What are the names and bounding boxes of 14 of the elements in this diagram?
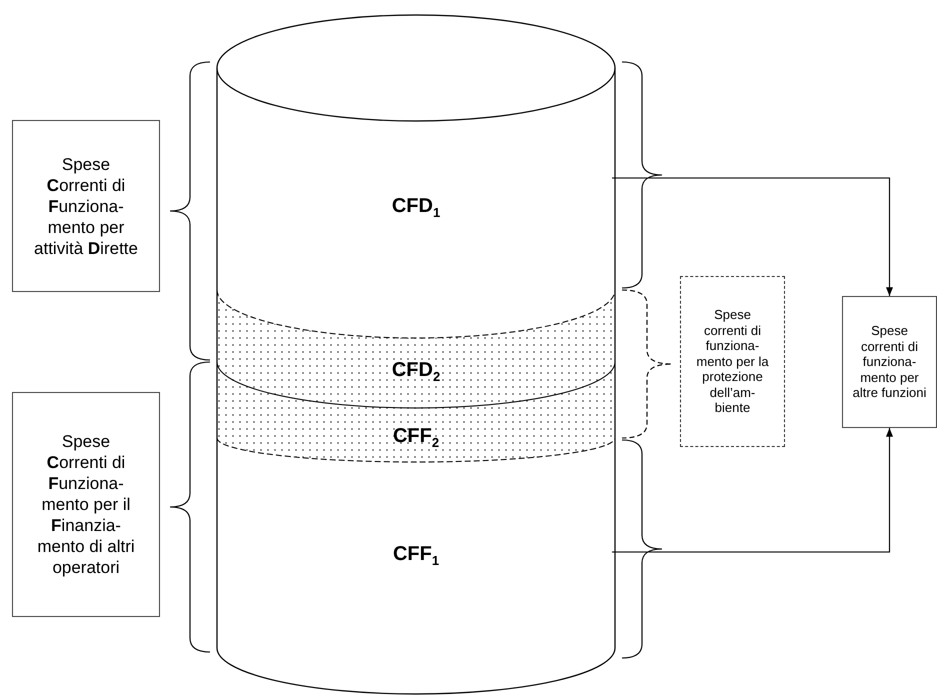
box-text: Spese Correnti di Funziona- mento per il Finanzia- mento di altri operatori bbox=[36, 431, 136, 578]
text-box bbox=[12, 392, 160, 617]
segment-label: CFF$_{2}$ bbox=[392, 424, 440, 450]
text-box bbox=[842, 296, 937, 428]
box-text: Spese Correnti di Funziona- mento per attività Dirette bbox=[33, 154, 139, 258]
text-box bbox=[12, 120, 160, 292]
segment-label: CFD$_{1}$ bbox=[392, 195, 440, 220]
box-text: Spese correnti di funziona- mento per altre funzioni bbox=[852, 323, 928, 401]
segment-label: CFF$_{1}$ bbox=[392, 543, 440, 568]
dashed-text-box bbox=[680, 276, 785, 447]
box-text: Spese correnti di funziona- mento per la protezione dell’am- biente bbox=[695, 307, 770, 416]
arrow bbox=[612, 177, 894, 296]
segment-label: CFD$_{2}$ bbox=[392, 358, 440, 384]
arrow bbox=[612, 428, 894, 553]
